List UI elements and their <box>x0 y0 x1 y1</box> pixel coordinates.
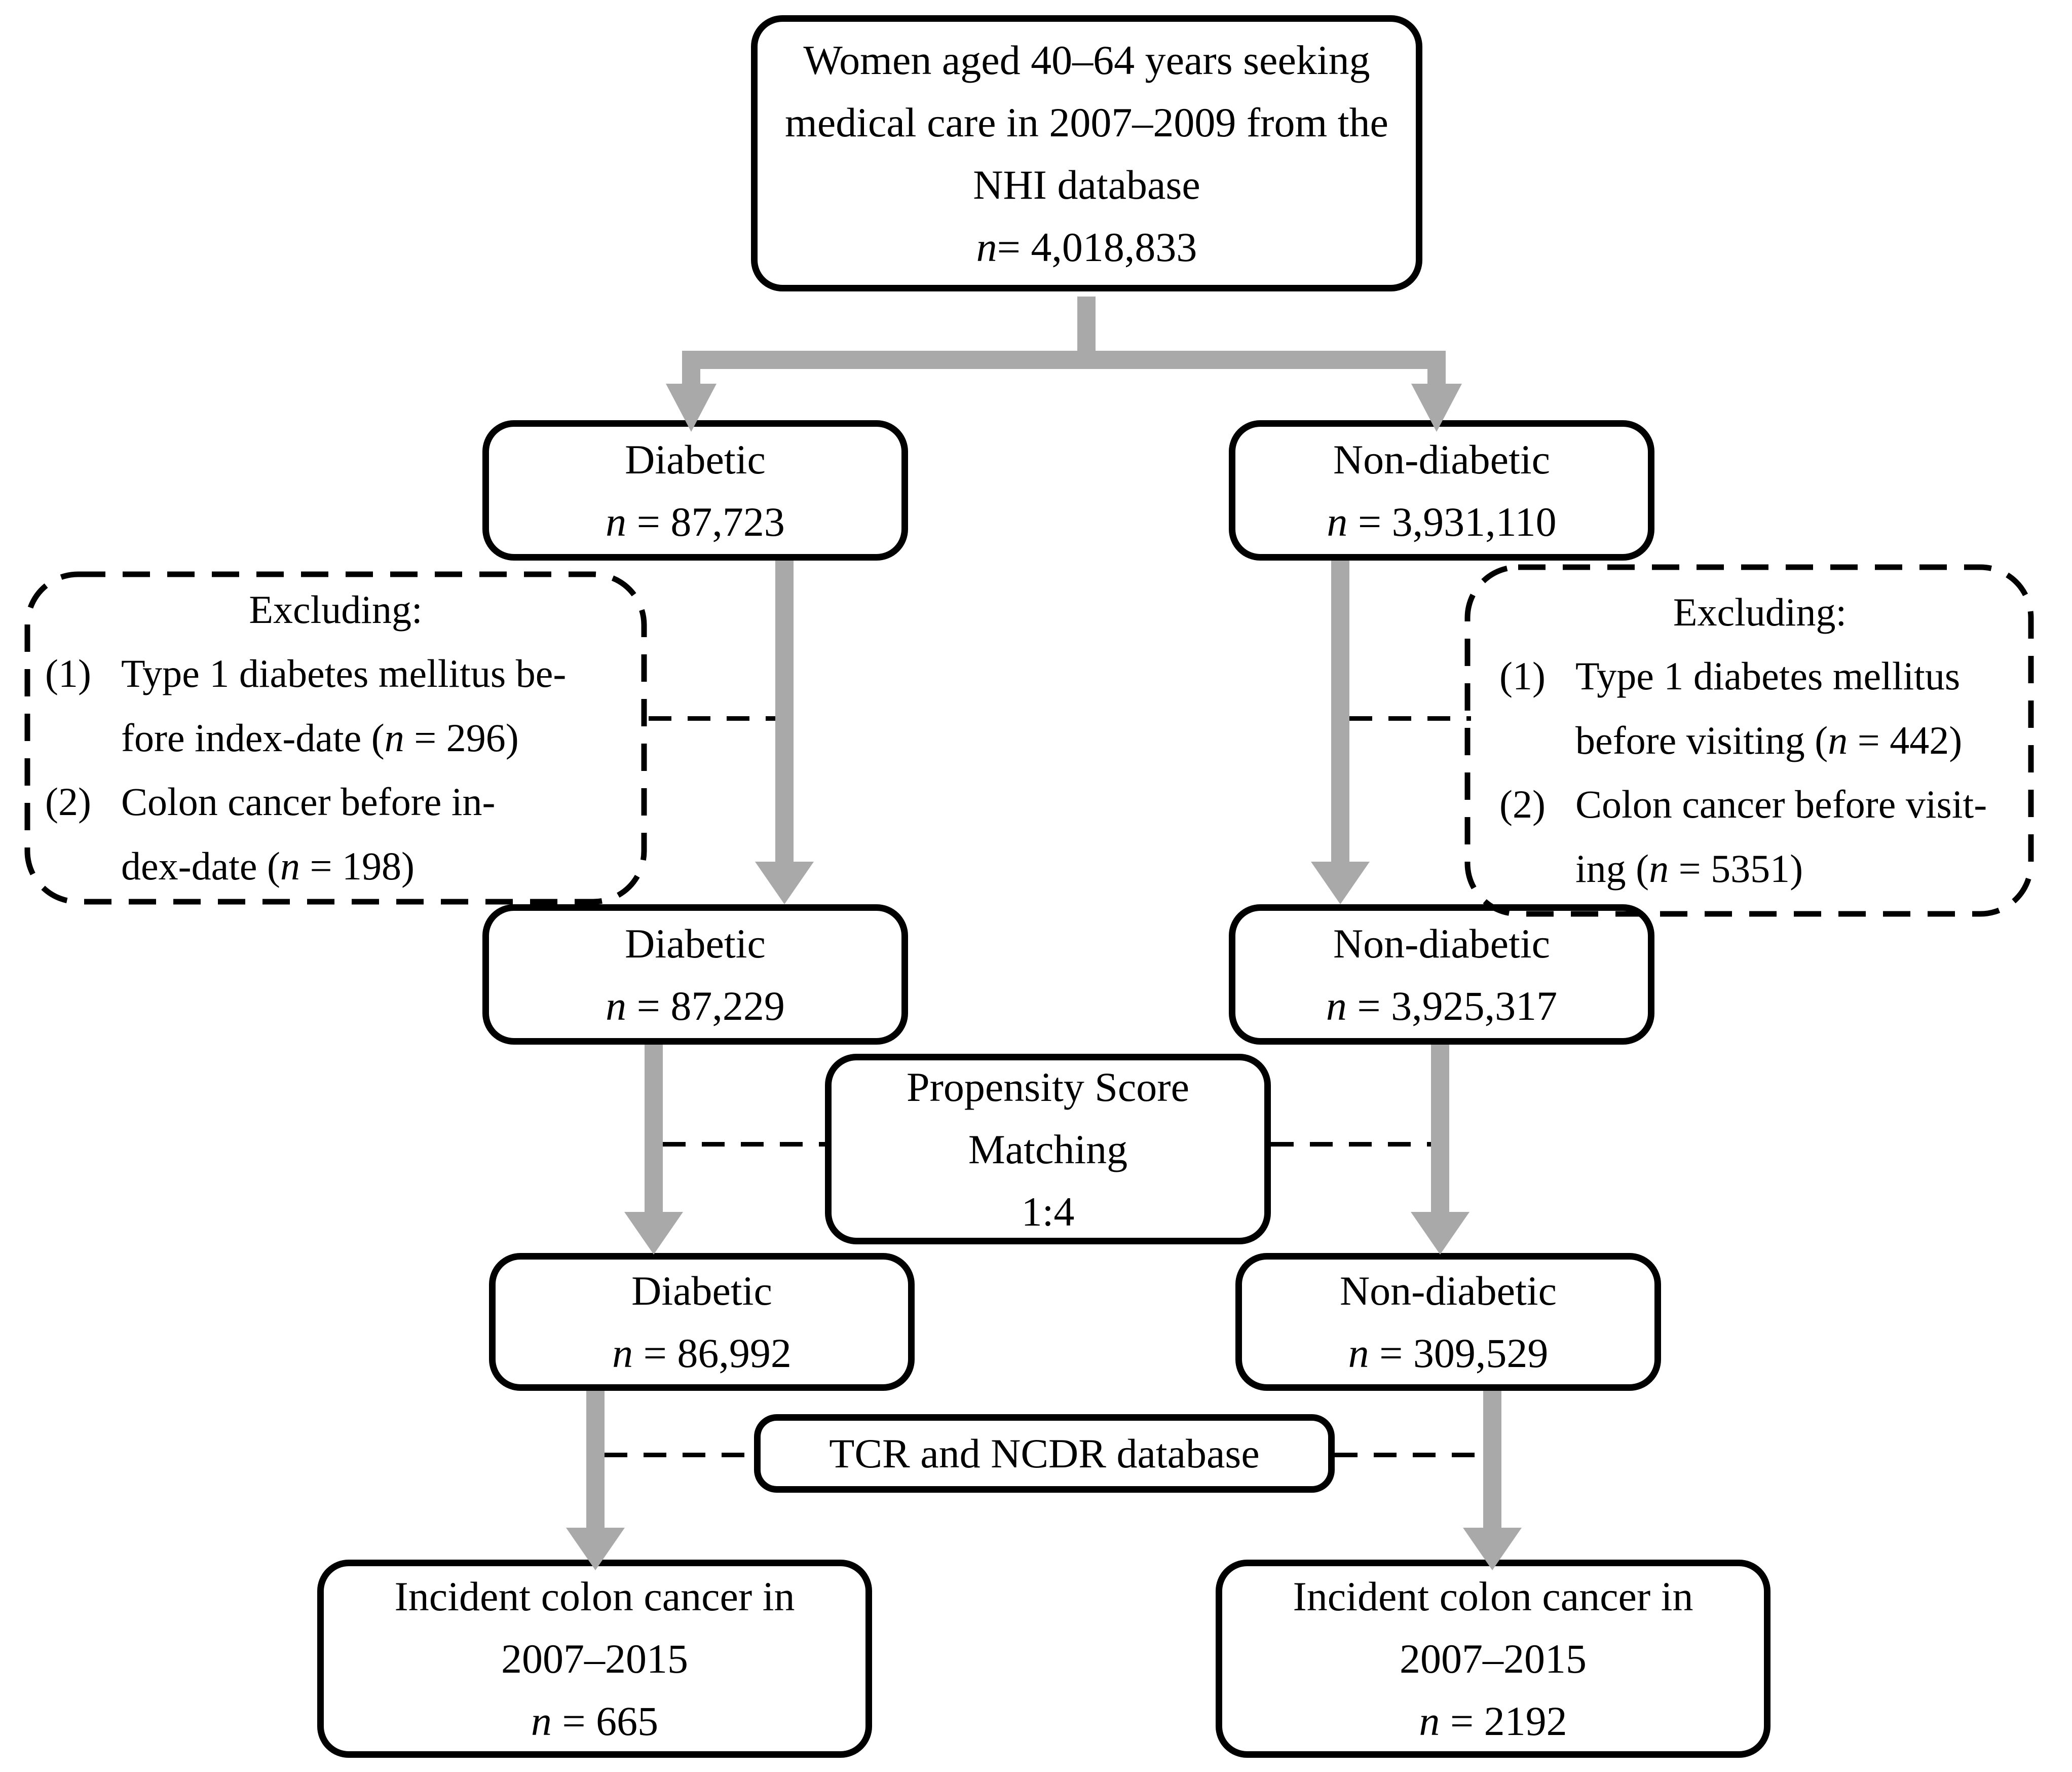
item-marker: (1) <box>45 651 91 696</box>
item-marker: (2) <box>1499 782 1546 827</box>
connector-matching-right <box>1271 1142 1431 1147</box>
exclusion-item: (2) Colon cancer before visit-ing (n = 5… <box>1478 772 2042 901</box>
dashed-border <box>24 571 647 905</box>
item-text: Type 1 diabetes mellitus be-fore index-d… <box>121 651 567 760</box>
arrow-split-left-elbow <box>682 369 700 384</box>
arrowhead-diabetic-after-exclusion <box>755 862 814 904</box>
arrow-diabetic-exclusion <box>775 561 794 862</box>
exclusion-item: (1) Type 1 diabetes mellitus be-fore ind… <box>24 642 648 770</box>
exclusion-title: Excluding: <box>249 587 423 632</box>
arrow-diabetic-matching <box>645 1045 663 1212</box>
item-text: Colon cancer before in-dex-date (n = 198… <box>121 780 496 888</box>
arrow-nondiabetic-outcome <box>1483 1391 1501 1528</box>
item-marker: (2) <box>45 780 91 824</box>
item-text: Colon cancer before visit-ing (n = 5351) <box>1575 782 1987 891</box>
arrowhead-to-nondiabetic-initial <box>1411 384 1462 432</box>
exclusion-item: (2) Colon cancer before in-dex-date (n =… <box>24 770 648 898</box>
arrow-split-bar <box>682 351 1446 369</box>
arrowhead-incident-nondiabetic <box>1463 1528 1522 1570</box>
arrow-diabetic-outcome <box>586 1391 605 1528</box>
exclusion-title: Excluding: <box>1673 590 1847 635</box>
connector-matching-left <box>663 1142 825 1147</box>
arrow-nondiabetic-exclusion <box>1331 561 1349 862</box>
arrowhead-nondiabetic-after-exclusion <box>1311 862 1370 904</box>
dashed-border <box>1464 564 2034 917</box>
arrowhead-to-diabetic-initial <box>666 384 717 432</box>
arrow-split-right-elbow <box>1427 369 1446 384</box>
connector-exclusion-nondiabetic <box>1349 716 1471 721</box>
arrowhead-incident-diabetic <box>566 1528 625 1570</box>
connector-exclusion-diabetic <box>649 716 775 721</box>
arrow-nondiabetic-matching <box>1431 1045 1449 1212</box>
item-marker: (1) <box>1499 654 1546 698</box>
connector-tcr-right <box>1335 1453 1483 1457</box>
arrowhead-diabetic-matched <box>624 1212 683 1254</box>
connector-tcr-left <box>605 1453 754 1457</box>
arrowhead-nondiabetic-matched <box>1411 1212 1470 1254</box>
box-exclusion-diabetic: Excluding: (1) Type 1 diabetes mellitus … <box>24 571 648 905</box>
box-tcr-ncdr-database: TCR and NCDR database <box>754 1414 1335 1493</box>
